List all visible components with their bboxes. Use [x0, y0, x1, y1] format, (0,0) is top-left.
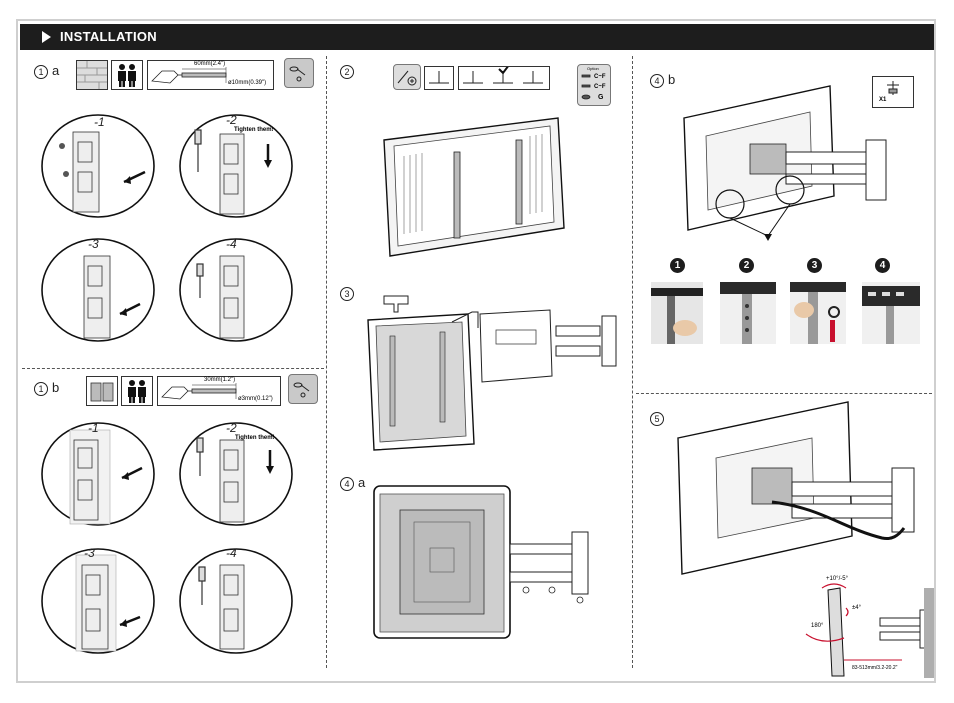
option-hardware-box: Option C~F C~F G	[577, 64, 611, 106]
brick-wall-icon	[76, 60, 108, 90]
step-1b-3-illustration: -3	[41, 546, 155, 654]
screwdriver-icon	[393, 64, 421, 90]
step-1a-1-illustration: -1	[41, 114, 155, 218]
sub-step-label: -3	[84, 546, 95, 560]
detail-photo-2	[720, 282, 776, 344]
sub-step-label: -4	[226, 237, 237, 251]
section-title: INSTALLATION	[60, 29, 157, 44]
play-triangle-icon	[42, 31, 51, 43]
step-1b-4-illustration: -4	[179, 546, 293, 654]
step-number: 1	[34, 381, 48, 396]
two-persons-icon-b	[121, 376, 153, 406]
step-3-label: 3	[340, 285, 358, 301]
detail-photo-3	[790, 282, 846, 344]
step-1b-2-illustration: -2	[179, 421, 293, 526]
sub-step-label: -2	[226, 113, 237, 127]
step-1a-2-illustration: -2	[179, 113, 293, 218]
sub-step-label: -4	[226, 546, 237, 560]
tv-back-with-rails-illustration	[383, 117, 565, 257]
step-1b-1-illustration: -1	[41, 421, 155, 526]
two-persons-icon	[111, 60, 143, 90]
step-5-label: 5	[650, 410, 668, 426]
detail-photo-1	[651, 282, 703, 344]
column-divider-2	[632, 56, 633, 668]
step-suffix: a	[358, 475, 366, 490]
option-row-3: G	[598, 94, 604, 101]
screw-pack-icon: X1	[872, 76, 914, 108]
motion-specs-illustration	[805, 583, 926, 677]
swivel-spec: 180°	[811, 623, 824, 629]
option-row-2: C~F	[594, 84, 606, 90]
step-1a-4-illustration: -4	[179, 237, 293, 342]
step-2-label: 2	[340, 63, 358, 79]
option-row-1: C~F	[594, 74, 606, 80]
row-divider-left	[22, 368, 324, 369]
wrong-fit-icon: x	[424, 58, 454, 90]
sub-step-label: -3	[88, 237, 99, 251]
drill-depth-b: 30mm(1.2")	[204, 377, 236, 383]
step-suffix: b	[668, 72, 676, 87]
wood-stud-icon	[86, 376, 118, 406]
drill-diameter-a: ø10mm(0.39")	[228, 80, 267, 86]
drill-spec-box-b: 30mm(1.2") ø3mm(0.12")	[157, 376, 281, 406]
svg-text:x: x	[435, 67, 440, 69]
column-divider-1	[326, 56, 327, 668]
drill-depth-a: 60mm(2.4")	[194, 61, 226, 67]
step-number: 3	[340, 286, 354, 301]
sub-step-label: -2	[226, 421, 237, 435]
detail-number-3: 3	[807, 258, 822, 273]
extension-spec: 83-513mm/3.2-20.2"	[852, 665, 898, 671]
tilt-spec: +10°/-5°	[826, 576, 848, 582]
detail-photo-4	[862, 282, 920, 344]
step-number: 4	[650, 73, 664, 88]
detail-number-1: 1	[670, 258, 685, 273]
tv-mounted-front-illustration	[373, 485, 589, 639]
hardware-kit-icon	[284, 58, 314, 88]
tv-back-lock-screws-illustration	[683, 85, 887, 241]
step-number: 4	[340, 476, 354, 491]
tighten-note-1a: Tighten them!	[234, 127, 274, 133]
step-number: 5	[650, 411, 664, 426]
cable-management-illustration	[677, 401, 915, 575]
option-title: Option	[587, 66, 599, 71]
detail-number-2: 2	[739, 258, 754, 273]
drill-spec-box-a: 60mm(2.4") ø10mm(0.39")	[147, 60, 274, 90]
row-divider-right	[636, 393, 932, 394]
correct-fit-icons	[458, 64, 550, 90]
step-1a-3-illustration: -3	[41, 237, 155, 342]
hang-tv-on-plate-illustration	[367, 295, 617, 451]
step-suffix: a	[52, 63, 60, 78]
side-tab-bar	[924, 588, 934, 678]
sub-step-label: -1	[94, 115, 105, 129]
screw-count: X1	[879, 97, 887, 103]
detail-number-4: 4	[875, 258, 890, 273]
sub-step-label: -1	[88, 421, 99, 435]
step-suffix: b	[52, 380, 60, 395]
drill-diameter-b: ø3mm(0.12")	[238, 396, 273, 402]
hardware-kit-icon-b	[288, 374, 318, 404]
step-number: 1	[34, 64, 48, 79]
tighten-note-1b: Tighten them!	[235, 435, 275, 441]
step-number: 2	[340, 64, 354, 79]
section-header: INSTALLATION	[20, 24, 934, 50]
level-spec: ±4°	[852, 605, 862, 611]
